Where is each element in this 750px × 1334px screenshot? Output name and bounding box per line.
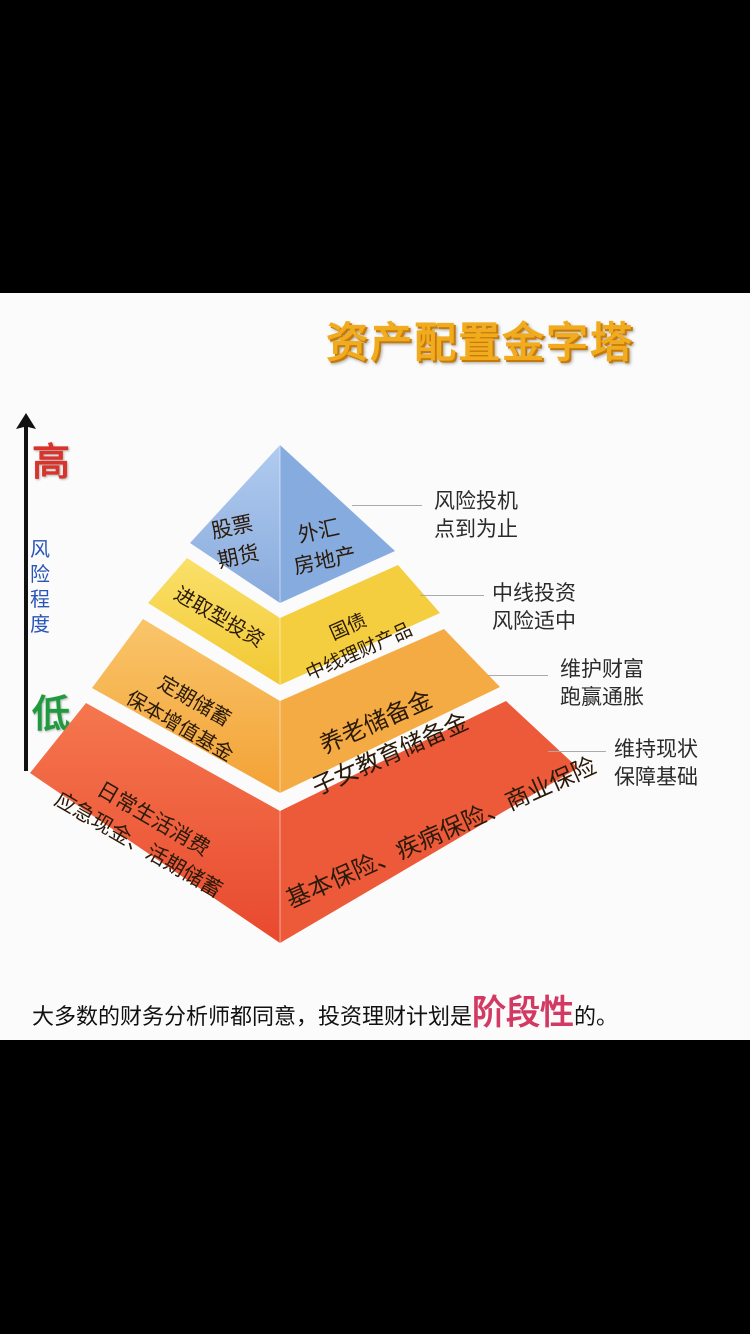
tier-3-left-face xyxy=(92,619,280,793)
tier-4-connector xyxy=(548,751,606,752)
risk-char: 程 xyxy=(30,587,50,611)
tier-1-note: 风险投机 点到为止 xyxy=(434,489,518,541)
tier-3-note: 维护财富 跑赢通胀 xyxy=(560,657,644,709)
tier-2-right-face xyxy=(280,565,440,685)
risk-level-label: 风 险 程 度 xyxy=(30,537,56,637)
tier-1-left-face xyxy=(190,445,280,603)
tier-4-left-face xyxy=(30,703,280,943)
tier-4-right-face xyxy=(280,701,578,943)
axis-high-label: 高 xyxy=(32,440,71,484)
footer-text: 大多数的财务分析师都同意，投资理财计划是 xyxy=(32,1005,473,1030)
risk-char: 度 xyxy=(30,612,50,636)
tier-2-connector xyxy=(420,595,484,596)
footer-text-end: 的。 xyxy=(574,1005,619,1030)
pyramid-graphic xyxy=(30,445,578,943)
risk-char: 险 xyxy=(30,562,50,586)
risk-axis-arrow xyxy=(16,413,36,771)
tier-3-right-face xyxy=(280,629,500,793)
tier-1-right-face xyxy=(280,445,395,603)
footer-sentence: 大多数的财务分析师都同意，投资理财计划是阶段性的。 xyxy=(32,985,618,1034)
axis-low-label: 低 xyxy=(32,692,71,736)
infographic-card: 资产配置金字塔 高 风 险 程 度 低 股票 期货 xyxy=(0,293,750,1040)
tier-1-connector xyxy=(352,505,422,506)
pyramid-title: 资产配置金字塔 xyxy=(326,318,635,367)
tier-2-left-face xyxy=(148,558,280,685)
tier-1-right-label: 外汇 房地产 xyxy=(291,515,359,579)
tier-2-note: 中线投资 风险适中 xyxy=(492,581,576,633)
footer-highlight: 阶段性 xyxy=(472,993,575,1033)
risk-char: 风 xyxy=(30,537,50,561)
tier-3-connector xyxy=(488,675,548,676)
tier-4-note: 维持现状 保障基础 xyxy=(614,737,698,789)
